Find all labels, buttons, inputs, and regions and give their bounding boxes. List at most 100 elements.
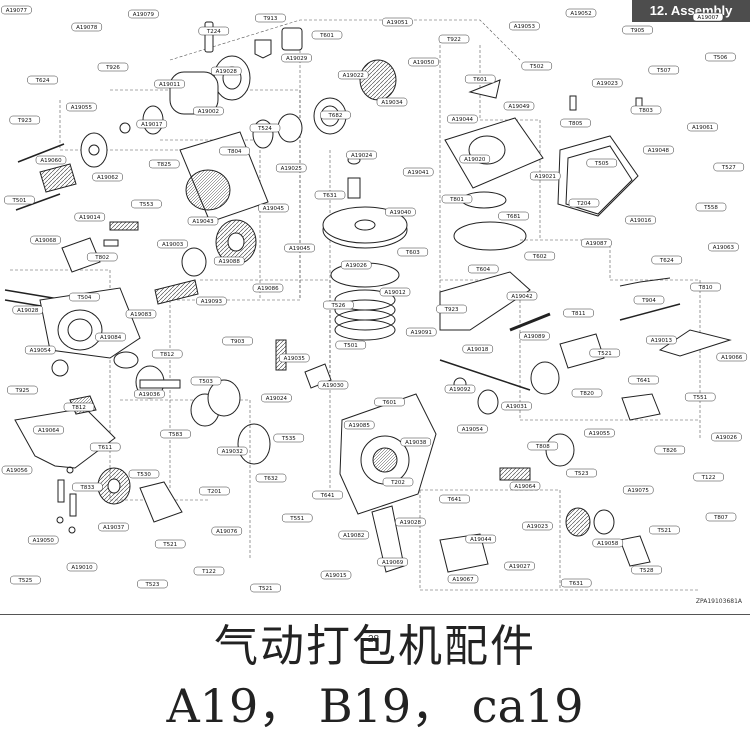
- callout-box: [711, 432, 742, 442]
- part-callout: A19084: [95, 332, 126, 342]
- part-callout: A19060: [35, 155, 67, 165]
- part-ref-label: T631: [568, 581, 583, 587]
- part-callout: T525: [10, 575, 41, 585]
- callout-box: [695, 202, 727, 212]
- part-ref-label: A19054: [30, 348, 52, 354]
- part-ref-label: A19018: [467, 347, 489, 353]
- part-callout: A19062: [92, 172, 123, 182]
- callout-box: [281, 513, 313, 523]
- callout-box: [71, 22, 103, 32]
- callout-box: [275, 163, 307, 173]
- part-callout: T624: [27, 75, 58, 85]
- part-callout: A19040: [385, 207, 416, 217]
- part-ref-label: T810: [698, 285, 713, 291]
- callout-box: [457, 424, 488, 434]
- part-callout: T807: [705, 512, 737, 522]
- part-callout: T682: [320, 110, 351, 120]
- part-ref-label: A19002: [198, 109, 219, 115]
- part-callout: A19055: [66, 102, 97, 112]
- part-ref-label: T807: [713, 515, 728, 521]
- part-ref-label: T551: [289, 516, 304, 522]
- part-callout: A19044: [447, 114, 478, 124]
- callout-box: [281, 53, 312, 63]
- part-ref-label: T504: [76, 295, 91, 301]
- part-ref-label: T602: [532, 254, 547, 260]
- part-callout: A19036: [134, 389, 165, 399]
- part-ref-label: T826: [662, 448, 677, 454]
- part-ref-label: A19024: [266, 396, 288, 402]
- part-callout: A19002: [193, 106, 224, 116]
- callout-box: [95, 332, 126, 342]
- callout-box: [10, 575, 41, 585]
- callout-box: [1, 5, 32, 15]
- part-callout: T521: [649, 525, 680, 535]
- part-ref-label: A19043: [192, 219, 214, 225]
- callout-box: [439, 494, 470, 504]
- handle: [439, 271, 531, 331]
- part-ref-label: A19027: [509, 564, 531, 570]
- callout-box: [137, 579, 168, 589]
- callout-box: [27, 535, 59, 545]
- callout-box: [35, 155, 67, 165]
- motor-end: [61, 237, 101, 273]
- cover-group: [444, 95, 643, 251]
- callout-box: [436, 304, 467, 314]
- callout-box: [441, 194, 473, 204]
- callout-box: [148, 159, 180, 169]
- callout-box: [565, 8, 597, 18]
- part-callout: A19029: [281, 53, 312, 63]
- callout-box: [400, 437, 432, 447]
- part-ref-label: T583: [168, 432, 183, 438]
- valve-barrel: [559, 333, 605, 369]
- part-ref-label: A19032: [222, 449, 243, 455]
- spring-stack-group: [322, 155, 408, 341]
- part-callout: T833: [72, 482, 103, 492]
- part-callout: T922: [438, 34, 470, 44]
- part-ref-label: T905: [630, 28, 645, 34]
- part-callout: T503: [190, 376, 222, 386]
- part-callout: A19056: [1, 465, 33, 475]
- part-ref-label: T224: [206, 29, 221, 35]
- part-callout: A19085: [343, 420, 375, 430]
- part-ref-label: T525: [17, 578, 32, 584]
- part-ref-label: T601: [319, 33, 334, 39]
- part-ref-label: T801: [449, 197, 464, 203]
- plunger: [347, 177, 361, 199]
- part-ref-label: A19067: [452, 577, 474, 583]
- part-callout: T521: [154, 539, 186, 549]
- bracket: [468, 79, 501, 99]
- part-callout: T553: [131, 199, 162, 209]
- part-callout: A19079: [128, 9, 159, 19]
- part-callout: A19028: [210, 66, 242, 76]
- part-callout: T810: [690, 282, 721, 292]
- callout-box: [211, 526, 243, 536]
- part-callout: A19082: [338, 530, 370, 540]
- callout-box: [66, 562, 98, 572]
- cylinder-cap: [213, 55, 251, 101]
- callout-box: [128, 9, 159, 19]
- part-ref-label: T601: [472, 77, 487, 83]
- callout-box: [136, 119, 168, 129]
- part-callout: A19050: [408, 57, 439, 67]
- callout-box: [374, 397, 405, 407]
- part-callout: T923: [9, 115, 41, 125]
- callout-box: [501, 401, 532, 411]
- callout-box: [250, 583, 281, 593]
- part-callout: A19091: [405, 327, 437, 337]
- part-ref-label: T804: [227, 149, 242, 155]
- callout-box: [628, 375, 659, 385]
- callout-box: [314, 190, 346, 200]
- exploded-assembly-diagram: A19077A19078A19079T224T913T601A19051T922…: [1, 5, 748, 593]
- callout-box: [338, 530, 370, 540]
- gasket: [557, 135, 639, 217]
- callout-box: [216, 446, 248, 456]
- bolt: [204, 21, 214, 53]
- part-ref-label: A19017: [141, 122, 163, 128]
- callout-box: [560, 118, 591, 128]
- part-ref-label: A19064: [38, 428, 60, 434]
- callout-box: [568, 198, 600, 208]
- callout-box: [98, 522, 129, 532]
- part-callout: T583: [160, 429, 191, 439]
- callout-box: [509, 481, 541, 491]
- part-callout: T201: [199, 486, 230, 496]
